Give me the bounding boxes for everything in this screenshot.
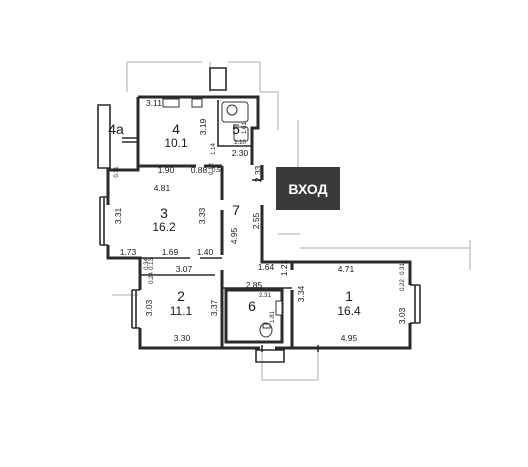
surrounding-structure <box>112 61 471 381</box>
dim-1-61: 1.61 <box>242 122 248 134</box>
room-5-number: 5 <box>232 121 240 137</box>
dim-1-73: 1.73 <box>120 247 137 257</box>
room-7-number: 7 <box>232 202 240 218</box>
dim-0-11: 0.11 <box>114 166 120 178</box>
entrance-label: ВХОД <box>288 181 327 197</box>
dim-3-30: 3.30 <box>174 333 191 343</box>
room-4-number: 4 <box>172 121 180 137</box>
room-2-area: 11.1 <box>170 304 193 318</box>
dim-3-11: 3.11 <box>146 98 162 108</box>
dim-3-37: 3.37 <box>209 299 219 316</box>
washbasin-6-icon <box>275 300 283 316</box>
dim-2-85: 2.85 <box>246 280 263 290</box>
dim-0-13: 0.13 <box>149 258 155 270</box>
room-4-area: 10.1 <box>164 136 188 150</box>
room-3-number: 3 <box>160 205 168 221</box>
dim-0-31: 0.31 <box>400 263 406 275</box>
dim-2-31: 2.31 <box>259 293 271 299</box>
dim-0-24: 0.24 <box>149 272 155 284</box>
dim-3-03-right: 3.03 <box>397 307 407 324</box>
dim-4-81: 4.81 <box>154 183 171 193</box>
dim-2-55: 2.55 <box>251 212 261 229</box>
dim-0-88: 0.88 <box>191 165 208 175</box>
room-4a-number: 4а <box>108 121 124 137</box>
dim-2-33: 2.33 <box>253 165 263 182</box>
dimension-labels: 3.11 3.19 1.61 1.10 1.14 2.30 1.90 0.88 … <box>113 98 407 343</box>
dim-2-30: 2.30 <box>232 148 249 158</box>
dim-0-22: 0.22 <box>400 279 406 291</box>
room-1-number: 1 <box>345 288 353 304</box>
dim-4-71: 4.71 <box>338 264 355 274</box>
dim-1-40: 1.40 <box>197 247 214 257</box>
entrance-badge: ВХОД <box>276 167 340 210</box>
dim-3-34: 3.34 <box>296 285 306 302</box>
walls <box>97 67 421 363</box>
stove-icon <box>162 98 180 108</box>
dim-1-21: 1.21 <box>279 259 289 276</box>
dim-4-95-room1: 4.95 <box>341 333 358 343</box>
dim-3-31: 3.31 <box>113 207 123 224</box>
dim-0-34: 0.34 <box>144 258 150 270</box>
sink-icon <box>191 98 203 108</box>
toilet-icon <box>233 126 249 142</box>
room-labels: 4 10.1 4а 5 3 16.2 7 2 11.1 6 1 16.4 <box>108 121 361 318</box>
dim-1-64: 1.64 <box>258 262 275 272</box>
dim-1-81: 1.81 <box>270 311 276 323</box>
fixtures <box>162 98 283 338</box>
dim-3-03-left: 3.03 <box>144 299 154 316</box>
dim-0-12: 0.12 <box>209 163 215 175</box>
dim-3-07: 3.07 <box>176 264 193 274</box>
toilet-tank-icon <box>262 323 271 329</box>
room-2-number: 2 <box>177 288 185 304</box>
room-6-number: 6 <box>248 298 256 314</box>
dim-0-54: 0.54 <box>212 168 224 174</box>
dim-1-69: 1.69 <box>162 247 179 257</box>
dim-3-33: 3.33 <box>197 207 207 224</box>
dim-1-90: 1.90 <box>158 165 175 175</box>
dim-1-10: 1.10 <box>234 140 246 146</box>
room-3-area: 16.2 <box>152 220 176 234</box>
washbasin-icon <box>226 104 238 116</box>
dim-1-14: 1.14 <box>211 143 217 155</box>
dim-4-95-corridor: 4.95 <box>229 227 239 244</box>
room-1-area: 16.4 <box>337 304 361 318</box>
dim-3-19: 3.19 <box>198 118 208 135</box>
